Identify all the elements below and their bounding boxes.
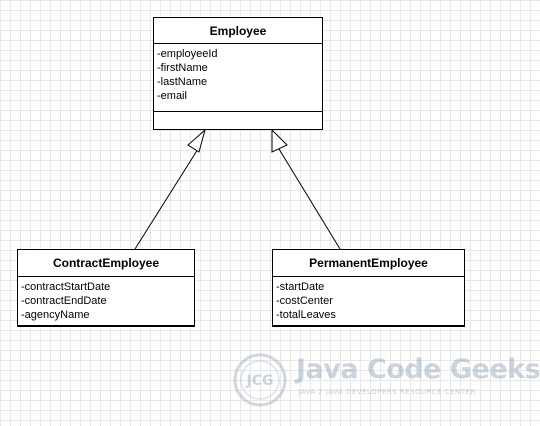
hollow-triangle-arrowhead-icon (187, 128, 206, 153)
attribute: -startDate (276, 281, 325, 293)
hollow-triangle-arrowhead-icon (271, 128, 288, 153)
watermark-brand: Java Code Geeks (296, 354, 540, 385)
attributes-compartment: -employeeId -firstName -lastName -email (154, 44, 322, 112)
class-name: PermanentEmployee (273, 250, 464, 277)
logo-text: JCG (246, 373, 274, 389)
attribute: -totalLeaves (276, 309, 336, 321)
attributes-compartment: -startDate -costCenter -totalLeaves (273, 277, 464, 326)
inheritance-links (134, 128, 341, 250)
generalization-line (278, 148, 341, 250)
attribute: -agencyName (21, 309, 90, 321)
generalization-line (134, 148, 199, 250)
watermark: JCG Java Code Geeks JAVA 2 JAVA DEVELOPE… (232, 350, 540, 410)
attributes-compartment: -contractStartDate -contractEndDate -age… (18, 277, 194, 326)
class-name: Employee (154, 18, 322, 44)
attribute: -firstName (157, 62, 208, 74)
class-permanent-employee[interactable]: PermanentEmployee -startDate -costCenter… (272, 249, 465, 327)
attribute: -costCenter (276, 295, 333, 307)
attribute: -email (157, 90, 187, 102)
watermark-tagline: JAVA 2 JAVA DEVELOPERS RESOURCE CENTER (298, 388, 476, 396)
attribute: -contractEndDate (21, 295, 107, 307)
jcg-logo-icon: JCG (233, 353, 287, 407)
diagram-canvas: Employee -employeeId -firstName -lastNam… (17, 17, 540, 410)
attribute: -lastName (157, 76, 208, 88)
class-employee[interactable]: Employee -employeeId -firstName -lastNam… (153, 17, 323, 130)
generalization-permanent-to-employee (271, 128, 341, 250)
attribute: -contractStartDate (21, 281, 111, 293)
attribute: -employeeId (157, 48, 218, 60)
generalization-contract-to-employee (134, 128, 206, 250)
class-name: ContractEmployee (18, 250, 194, 277)
class-contract-employee[interactable]: ContractEmployee -contractStartDate -con… (17, 249, 195, 327)
